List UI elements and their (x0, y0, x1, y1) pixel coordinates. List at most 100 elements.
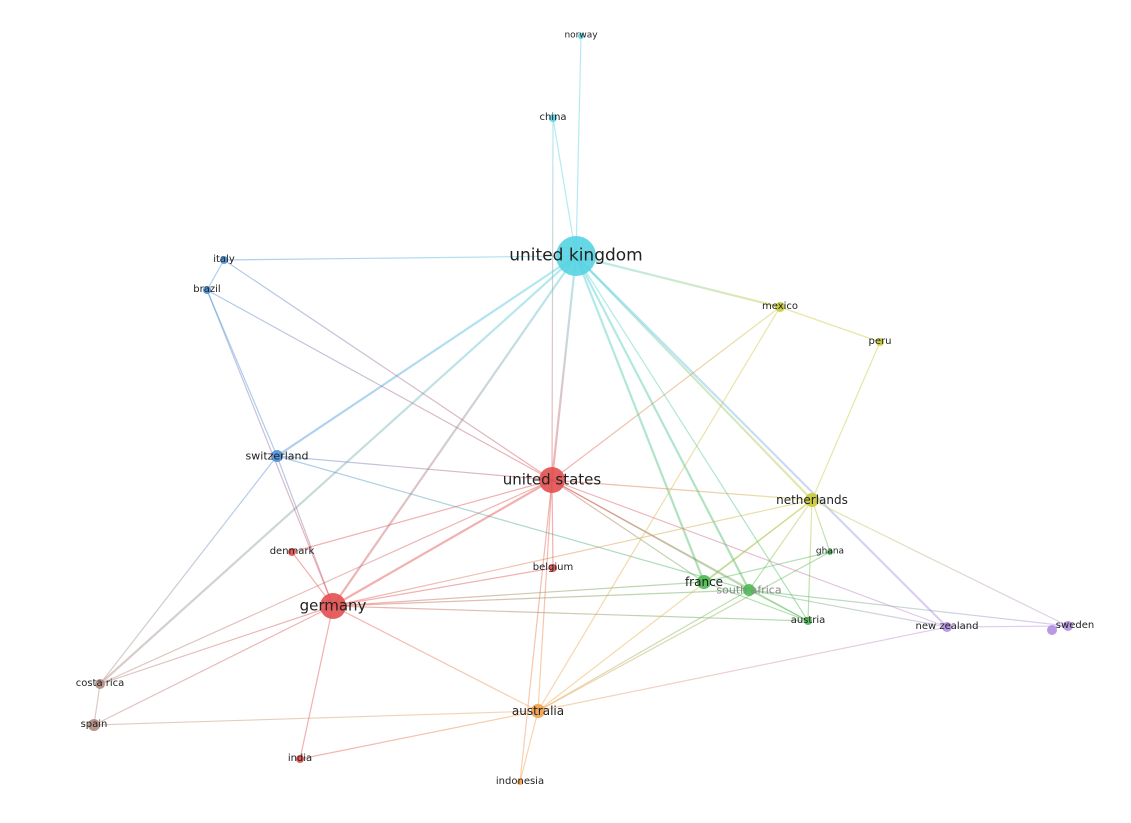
node-ghana[interactable] (827, 549, 833, 555)
node-label-newzealand[interactable]: new zealand (915, 621, 979, 632)
link-uk-france (574, 255, 706, 583)
node-sweden[interactable] (1063, 621, 1073, 631)
node-indonesia[interactable] (517, 779, 523, 785)
node-label-indonesia[interactable]: indonesia (495, 776, 545, 787)
link-us-costarica (99, 479, 553, 685)
node-belgium[interactable] (549, 564, 557, 572)
node-costarica[interactable] (95, 679, 105, 689)
link-switzerland-us (276, 455, 553, 481)
link-france-austria (703, 581, 809, 622)
node-label-switzerland[interactable]: switzerland (245, 449, 309, 463)
node-spain[interactable] (88, 719, 100, 731)
link-switzerland-costarica (99, 455, 278, 685)
node-label-uk[interactable]: united kingdom (509, 245, 643, 266)
node-label-southafrica[interactable]: south africa (716, 583, 782, 597)
node-label-norway[interactable]: norway (564, 30, 598, 41)
link-peru-netherlands (811, 341, 881, 501)
node-label-germany[interactable]: germany (299, 596, 367, 615)
link-netherlands-southafrica (748, 499, 813, 591)
link-italy-brazil (206, 259, 225, 291)
link-netherlands-austria (807, 499, 813, 622)
link-uk-china (552, 117, 577, 257)
link-us-germany (332, 479, 553, 607)
node-netherlands[interactable] (805, 493, 819, 507)
node-label-peru[interactable]: peru (868, 336, 892, 347)
node-label-denmark[interactable]: denmark (269, 546, 315, 557)
node-label-sweden[interactable]: sweden (1055, 620, 1095, 631)
link-uk-newzealand (575, 255, 948, 628)
node-china[interactable] (549, 114, 557, 122)
link-germany-spain (93, 605, 334, 726)
node-southafrica[interactable] (743, 584, 755, 596)
node-label-spain[interactable]: spain (80, 719, 108, 730)
link-southafrica-newzealand (748, 589, 948, 628)
link-netherlands-sweden (811, 499, 1069, 627)
node-india[interactable] (296, 755, 304, 763)
link-australia-newzealand (537, 626, 948, 712)
node-newzealand[interactable] (942, 622, 952, 632)
link-germany-netherlands (332, 499, 813, 607)
link-uk-norway (575, 35, 582, 257)
link-uk-mexico (575, 254, 781, 309)
node-brazil[interactable] (203, 286, 211, 294)
links (93, 35, 1069, 783)
link-brazil-germany (206, 289, 334, 607)
link-us-belgium (551, 479, 554, 569)
node-uk[interactable] (556, 236, 596, 276)
link-australia-india (299, 710, 539, 760)
link-southafrica-sweden (748, 589, 1069, 627)
link-australia-spain (93, 710, 539, 726)
link-australia-southafrica (537, 589, 750, 712)
node-label-ghana[interactable]: ghana (815, 546, 845, 557)
node-australia[interactable] (531, 704, 545, 718)
link-italy-us (223, 259, 553, 481)
node-peru[interactable] (876, 338, 884, 346)
link-germany-austria (332, 605, 809, 622)
link-germany-india (299, 605, 334, 760)
link-germany-france (332, 581, 705, 607)
node-us[interactable] (539, 467, 565, 493)
node-label-china[interactable]: china (539, 112, 567, 123)
link-switzerland-southafrica (276, 455, 750, 591)
link-us-austria (551, 479, 809, 622)
node-germany[interactable] (320, 593, 346, 619)
link-germany-australia (332, 605, 539, 712)
link-netherlands-ghana (811, 499, 831, 553)
node-label-france[interactable]: france (684, 575, 724, 589)
node-label-costarica[interactable]: costa rica (75, 678, 125, 689)
link-australia-mexico (537, 306, 781, 712)
node-label-brazil[interactable]: brazil (193, 284, 221, 295)
node-label-mexico[interactable]: mexico (761, 301, 799, 312)
link-uk-switzerland (276, 255, 577, 457)
node-label-austria[interactable]: austria (790, 615, 826, 626)
link-australia-indonesia (519, 710, 539, 783)
link-australia-ghana (537, 551, 831, 712)
node-label-belgium[interactable]: belgium (532, 562, 574, 573)
link-uk-southafrica (575, 255, 750, 591)
link-us-france (551, 479, 705, 583)
node-switzerland[interactable] (271, 450, 283, 462)
link-uk-germany (332, 255, 577, 607)
link-germany-costarica (99, 605, 334, 685)
node-purple2[interactable] (1047, 625, 1057, 635)
link-us-indonesia (519, 479, 553, 783)
node-norway[interactable] (578, 33, 584, 39)
node-label-india[interactable]: india (287, 753, 313, 764)
link-us-mexico (551, 306, 781, 481)
node-france[interactable] (697, 575, 711, 589)
node-mexico[interactable] (775, 302, 785, 312)
node-label-netherlands[interactable]: netherlands (776, 493, 848, 507)
link-switzerland-germany (276, 455, 334, 607)
node-label-italy[interactable]: italy (213, 254, 235, 265)
node-label-australia[interactable]: australia (511, 704, 565, 718)
node-austria[interactable] (804, 617, 812, 625)
link-us-australia (537, 479, 553, 712)
node-italy[interactable] (220, 256, 228, 264)
node-denmark[interactable] (288, 548, 296, 556)
link-china-us (551, 117, 554, 481)
node-label-us[interactable]: united states (502, 470, 602, 489)
link-us-denmark (291, 479, 553, 553)
link-mexico-peru (779, 306, 881, 343)
link-newzealand-sweden (946, 625, 1069, 628)
